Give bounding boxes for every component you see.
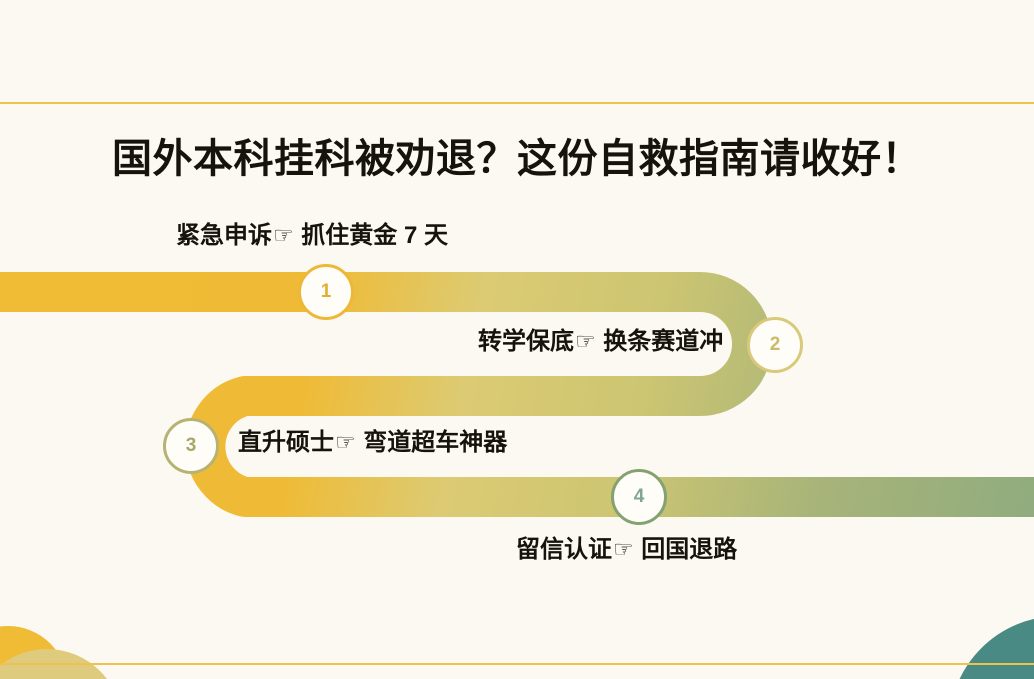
top-divider-rule [0,102,1034,104]
page-title: 国外本科挂科被劝退？这份自救指南请收好！ [112,137,922,181]
step-2-text-prefix: 转学保底 [478,328,574,355]
pointing-hand-icon: ☞ [335,429,356,455]
step-3-text-prefix: 直升硕士 [238,429,334,456]
step-1-text-prefix: 紧急申诉 [176,222,272,249]
step-4-text-suffix: 回国退路 [641,536,738,563]
step-label-3: 直升硕士☞ 弯道超车神器 [238,431,507,455]
decorative-teal-circle [949,616,1034,679]
step-1-text-suffix: 抓住黄金 7 天 [301,222,448,249]
step-3-text-suffix: 弯道超车神器 [363,429,508,456]
step-label-4: 留信认证☞ 回国退路 [516,538,737,562]
step-label-1: 紧急申诉☞ 抓住黄金 7 天 [176,224,448,248]
pointing-hand-icon: ☞ [273,222,294,248]
step-label-2: 转学保底☞ 换条赛道冲 [478,330,723,354]
ribbon-path [0,272,1034,517]
pointing-hand-icon: ☞ [613,536,634,562]
step-marker-4: 4 [611,469,667,525]
step-marker-2: 2 [747,317,803,373]
step-4-text-prefix: 留信认证 [516,536,612,563]
step-marker-3: 3 [163,418,219,474]
step-marker-1: 1 [298,264,354,320]
bottom-divider-rule [0,663,1034,665]
step-2-text-suffix: 换条赛道冲 [603,328,724,355]
pointing-hand-icon: ☞ [575,328,596,354]
